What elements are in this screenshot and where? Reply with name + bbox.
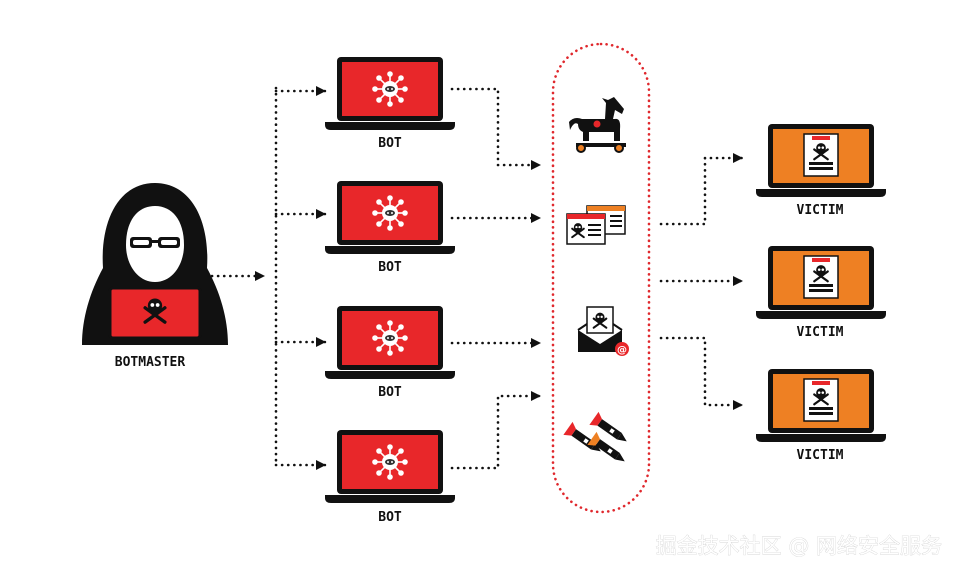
svg-text:@: @ bbox=[617, 345, 627, 356]
victim-laptop-2 bbox=[756, 246, 886, 319]
bot-laptop-4 bbox=[325, 430, 455, 503]
bot-label-4: BOT bbox=[378, 510, 402, 525]
bot-laptop-1 bbox=[325, 57, 455, 130]
attack-vector-capsule bbox=[551, 42, 651, 514]
victim-laptop-1 bbox=[756, 124, 886, 197]
botmaster-label: BOTMASTER bbox=[115, 355, 186, 370]
bot-label-2: BOT bbox=[378, 260, 402, 275]
watermark: 掘金技术社区 @ 网络安全服务 bbox=[656, 534, 942, 558]
bot-label-1: BOT bbox=[378, 136, 402, 151]
victim-label-3: VICTIM bbox=[797, 448, 844, 463]
infected-documents-icon bbox=[566, 205, 626, 245]
malicious-email-icon: @ bbox=[577, 306, 629, 356]
bot-laptop-2 bbox=[325, 181, 455, 254]
victim-laptop-3 bbox=[756, 369, 886, 442]
trojan-horse-icon bbox=[569, 97, 626, 153]
victims-connector bbox=[659, 153, 744, 410]
victim-label-2: VICTIM bbox=[797, 325, 844, 340]
botmaster-connector bbox=[210, 86, 327, 470]
botmaster-figure bbox=[82, 183, 228, 345]
bots-connector bbox=[450, 87, 542, 470]
bot-label-3: BOT bbox=[378, 385, 402, 400]
victim-label-1: VICTIM bbox=[797, 203, 844, 218]
bot-laptop-3 bbox=[325, 306, 455, 379]
missiles-icon bbox=[563, 411, 627, 462]
